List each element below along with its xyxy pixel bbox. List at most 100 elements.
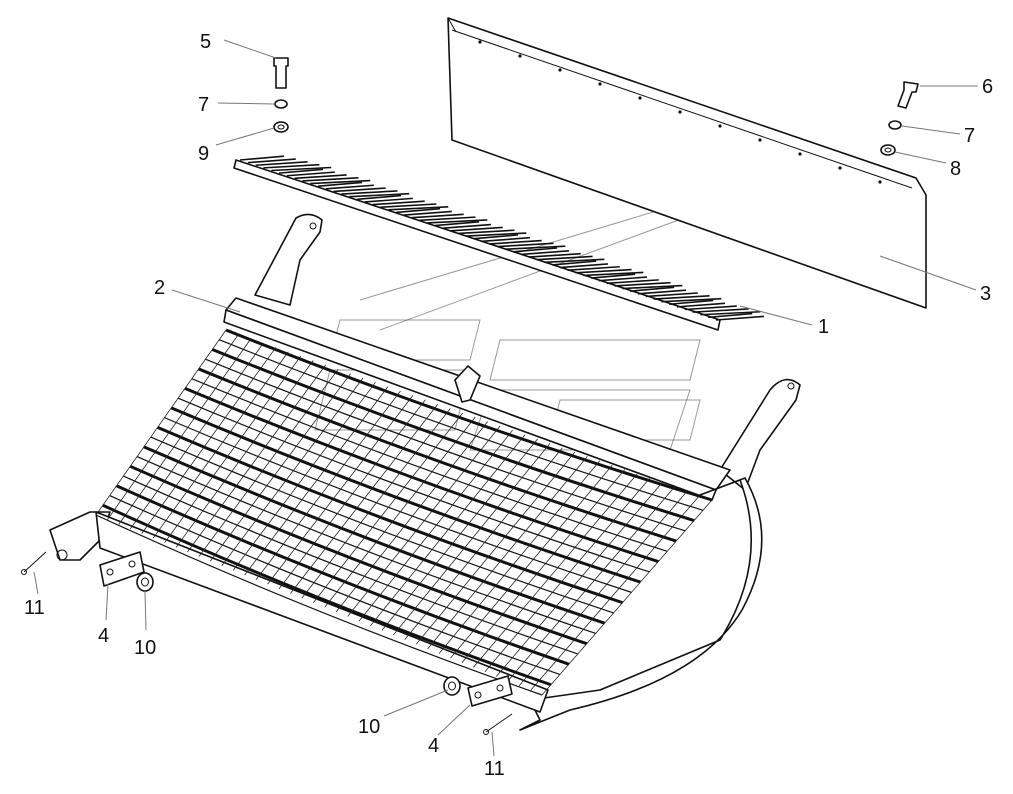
- comb-tooth: [637, 289, 687, 295]
- grate-wire: [324, 416, 476, 608]
- grate-wire: [141, 347, 277, 534]
- grate-wire: [495, 482, 663, 677]
- comb-tooth: [466, 232, 527, 237]
- part-4-link-plate-left: [99, 551, 145, 587]
- comb-tooth: [411, 213, 464, 219]
- comb-tooth: [676, 302, 726, 308]
- comb-tooth: [388, 206, 449, 211]
- grate-wire: [175, 360, 314, 548]
- comb-tooth: [606, 279, 659, 285]
- grate-wire: [129, 342, 264, 530]
- comb-tooth: [598, 276, 648, 282]
- grate-wire: [427, 456, 588, 650]
- comb-tooth: [700, 310, 761, 316]
- grate-wire: [244, 386, 389, 576]
- comb-tooth: [575, 268, 632, 274]
- comb-tooth: [536, 255, 593, 261]
- comb-tooth: [271, 166, 332, 172]
- comb-tooth: [559, 263, 608, 269]
- part-7-nut-right: [888, 120, 902, 130]
- grate-bar: [136, 456, 596, 634]
- part-11-pin-left: [21, 551, 47, 575]
- grate-bar: [102, 503, 552, 687]
- comb-tooth: [294, 174, 347, 180]
- grate-bar: [184, 387, 659, 564]
- comb-tooth: [395, 207, 441, 214]
- comb-tooth: [474, 234, 519, 240]
- part-9-washer: [273, 121, 289, 133]
- comb-tooth: [653, 295, 710, 300]
- grate-wire: [484, 477, 650, 673]
- comb-tooth: [630, 286, 675, 292]
- grate-wire: [164, 355, 302, 543]
- comb-tooth: [497, 242, 554, 248]
- grate-wire: [518, 491, 688, 687]
- comb-teeth: [239, 155, 765, 321]
- part-8-washer: [880, 144, 896, 156]
- grate-wire: [358, 430, 513, 622]
- grate-bar: [150, 436, 614, 614]
- cover-plate-holes: [478, 40, 882, 184]
- comb-tooth: [356, 194, 402, 201]
- comb-tooth: [302, 176, 359, 182]
- grate-bar: [170, 406, 641, 584]
- callout-10-left: 10: [134, 637, 156, 659]
- comb-tooth: [286, 171, 335, 177]
- grate-wire: [255, 390, 401, 580]
- comb-tooth: [661, 297, 722, 303]
- part-1-finger-comb: [233, 155, 765, 331]
- grate-bar: [109, 494, 561, 676]
- callout-9: 9: [198, 143, 209, 165]
- part-4-link-plate-right: [467, 675, 513, 707]
- comb-tooth: [435, 220, 480, 227]
- callout-1: 1: [818, 316, 829, 338]
- comb-tooth: [349, 192, 410, 198]
- comb-tooth: [708, 312, 753, 319]
- grate-wire: [210, 373, 351, 562]
- grate-wire: [198, 368, 339, 557]
- comb-tooth: [310, 179, 371, 185]
- callout-7-left: 7: [198, 94, 209, 116]
- comb-tooth: [715, 315, 765, 321]
- grate-bar: [211, 348, 695, 522]
- grate-wire: [381, 438, 538, 631]
- comb-tooth: [528, 252, 581, 258]
- comb-tooth: [505, 245, 566, 250]
- comb-tooth: [317, 181, 363, 188]
- callout-8: 8: [950, 158, 961, 180]
- grate-wire: [278, 399, 426, 590]
- comb-tooth: [489, 239, 542, 245]
- grate-bar: [205, 358, 686, 532]
- comb-tooth: [380, 203, 437, 209]
- grate-bar: [225, 328, 713, 502]
- grate-wire: [290, 403, 439, 594]
- grate-wire: [393, 443, 551, 636]
- comb-tooth: [552, 260, 597, 266]
- callout-7-right: 7: [964, 125, 975, 147]
- part-6-bolt: [897, 81, 919, 109]
- comb-tooth: [427, 219, 488, 224]
- grate-bar: [191, 378, 668, 552]
- comb-tooth: [364, 197, 413, 203]
- callout-5: 5: [200, 31, 211, 53]
- grate-bar: [164, 417, 632, 593]
- grate-bar: [218, 339, 704, 511]
- grate-wire: [107, 334, 239, 520]
- grate-wire: [221, 377, 364, 567]
- grate-wire: [473, 473, 638, 668]
- comb-tooth: [567, 265, 620, 271]
- part-2-concave: [49, 213, 801, 731]
- part-5-bolt: [273, 57, 289, 89]
- comb-tooth: [513, 247, 558, 253]
- comb-tooth: [325, 184, 374, 190]
- callout-10-right: 10: [358, 716, 380, 738]
- grate-bar: [177, 397, 650, 573]
- grate-wire: [95, 329, 227, 516]
- comb-tooth: [263, 163, 320, 169]
- grate-wire: [507, 486, 675, 682]
- comb-tooth: [341, 190, 398, 195]
- callout-4-left: 4: [98, 625, 109, 647]
- grate-wire: [301, 408, 451, 599]
- callout-11-left: 11: [24, 597, 45, 619]
- comb-tooth: [450, 226, 503, 232]
